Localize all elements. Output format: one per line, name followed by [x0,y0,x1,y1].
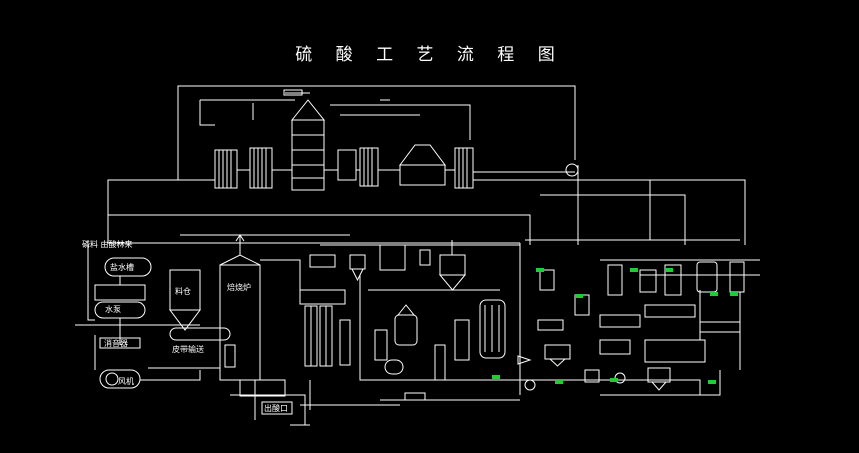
tank-left-label: 盐水槽 [110,262,134,272]
pump-room-label: 消音器 [104,338,128,348]
belt-label: 皮带输送 [172,344,204,354]
top-loop-piping [177,85,576,181]
converter-section [214,99,579,191]
right-equipment [517,259,760,396]
tank-lower-label: 水泵 [105,304,121,314]
furnace-label: 焙烧炉 [227,282,251,292]
diagram-title: 硫 酸 工 艺 流 程 图 [295,45,564,65]
mid-piping [107,165,746,395]
left-equipment [75,234,310,426]
middle-equipment [299,240,520,410]
hopper-label: 料仓 [175,286,191,296]
feed-label: 磷料 由酸林来 [82,239,133,249]
bottom-box-label: 出酸口 [264,403,288,413]
fan-label: 风机 [118,376,134,386]
status-indicators [492,268,738,384]
